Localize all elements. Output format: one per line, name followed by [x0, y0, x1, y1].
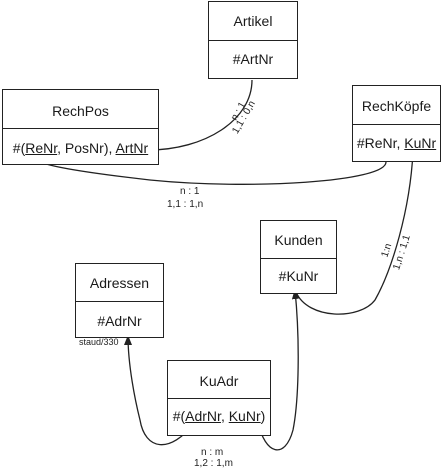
cardinality-kuadr-1: n : m	[201, 447, 224, 458]
entity-rechpos-name: RechPos	[52, 103, 109, 119]
entity-rechpos-key: #(ReNr, PosNr), ArtNr	[3, 140, 158, 156]
entity-artikel-key: #ArtNr	[232, 51, 274, 67]
entity-adressen-key: #AdrNr	[97, 313, 142, 329]
entity-adressen: Adressen #AdrNr	[75, 263, 164, 338]
entity-adressen-name: Adressen	[89, 275, 150, 291]
entity-rechkoepfe-key: #ReNr, KuNr	[353, 135, 440, 151]
cardinality-rechkoepfe-rechpos-1: n : 1	[180, 186, 200, 197]
entity-kuadr-name: KuAdr	[199, 373, 239, 389]
key-adrnr: AdrNr	[185, 408, 221, 424]
key-suffix: )	[260, 408, 266, 424]
entity-kuadr-key: #(AdrNr, KuNr)	[168, 408, 270, 424]
entity-kuadr-divider	[168, 398, 270, 399]
line-kuadr-adressen	[124, 335, 196, 446]
line-kuadr-kunden	[257, 289, 300, 451]
entity-artikel-name: Artikel	[233, 13, 273, 29]
key-kunr: KuNr	[228, 408, 261, 424]
entity-artikel: Artikel #ArtNr	[208, 1, 298, 79]
entity-rechpos-divider	[3, 128, 158, 129]
entity-rechkoepfe-name: RechKöpfe	[361, 98, 432, 114]
cardinality-rechkoepfe-rechpos-2: 1,1 : 1,n	[167, 199, 204, 210]
key-prefix: #ReNr,	[356, 135, 405, 151]
entity-kunden-divider	[261, 258, 336, 259]
key-separator: ,	[220, 408, 229, 424]
entity-kunden: Kunden #KuNr	[260, 220, 337, 294]
line-kunden-rechkoepfe	[295, 151, 417, 315]
line-rechkoepfe-rechpos	[37, 159, 387, 185]
line-artikel-rechpos	[147, 79, 253, 154]
author-note: staud/330	[79, 337, 119, 347]
entity-kunden-name: Kunden	[274, 232, 323, 248]
entity-adressen-divider	[76, 301, 163, 302]
key-renr: ReNr	[25, 140, 58, 156]
key-separator: , PosNr),	[57, 140, 116, 156]
cardinality-kuadr-2: 1,2 : 1,m	[194, 458, 233, 469]
entity-rechkoepfe-divider	[353, 124, 440, 125]
entity-rechkoepfe: RechKöpfe #ReNr, KuNr	[352, 85, 441, 162]
entity-kunden-key: #KuNr	[278, 268, 319, 284]
entity-rechpos: RechPos #(ReNr, PosNr), ArtNr	[2, 89, 159, 165]
key-prefix: #(	[12, 140, 26, 156]
entity-kuadr: KuAdr #(AdrNr, KuNr)	[167, 360, 271, 436]
key-kunr: KuNr	[404, 135, 437, 151]
key-artnr: ArtNr	[115, 140, 149, 156]
key-prefix: #(	[172, 408, 186, 424]
entity-artikel-divider	[209, 40, 297, 41]
